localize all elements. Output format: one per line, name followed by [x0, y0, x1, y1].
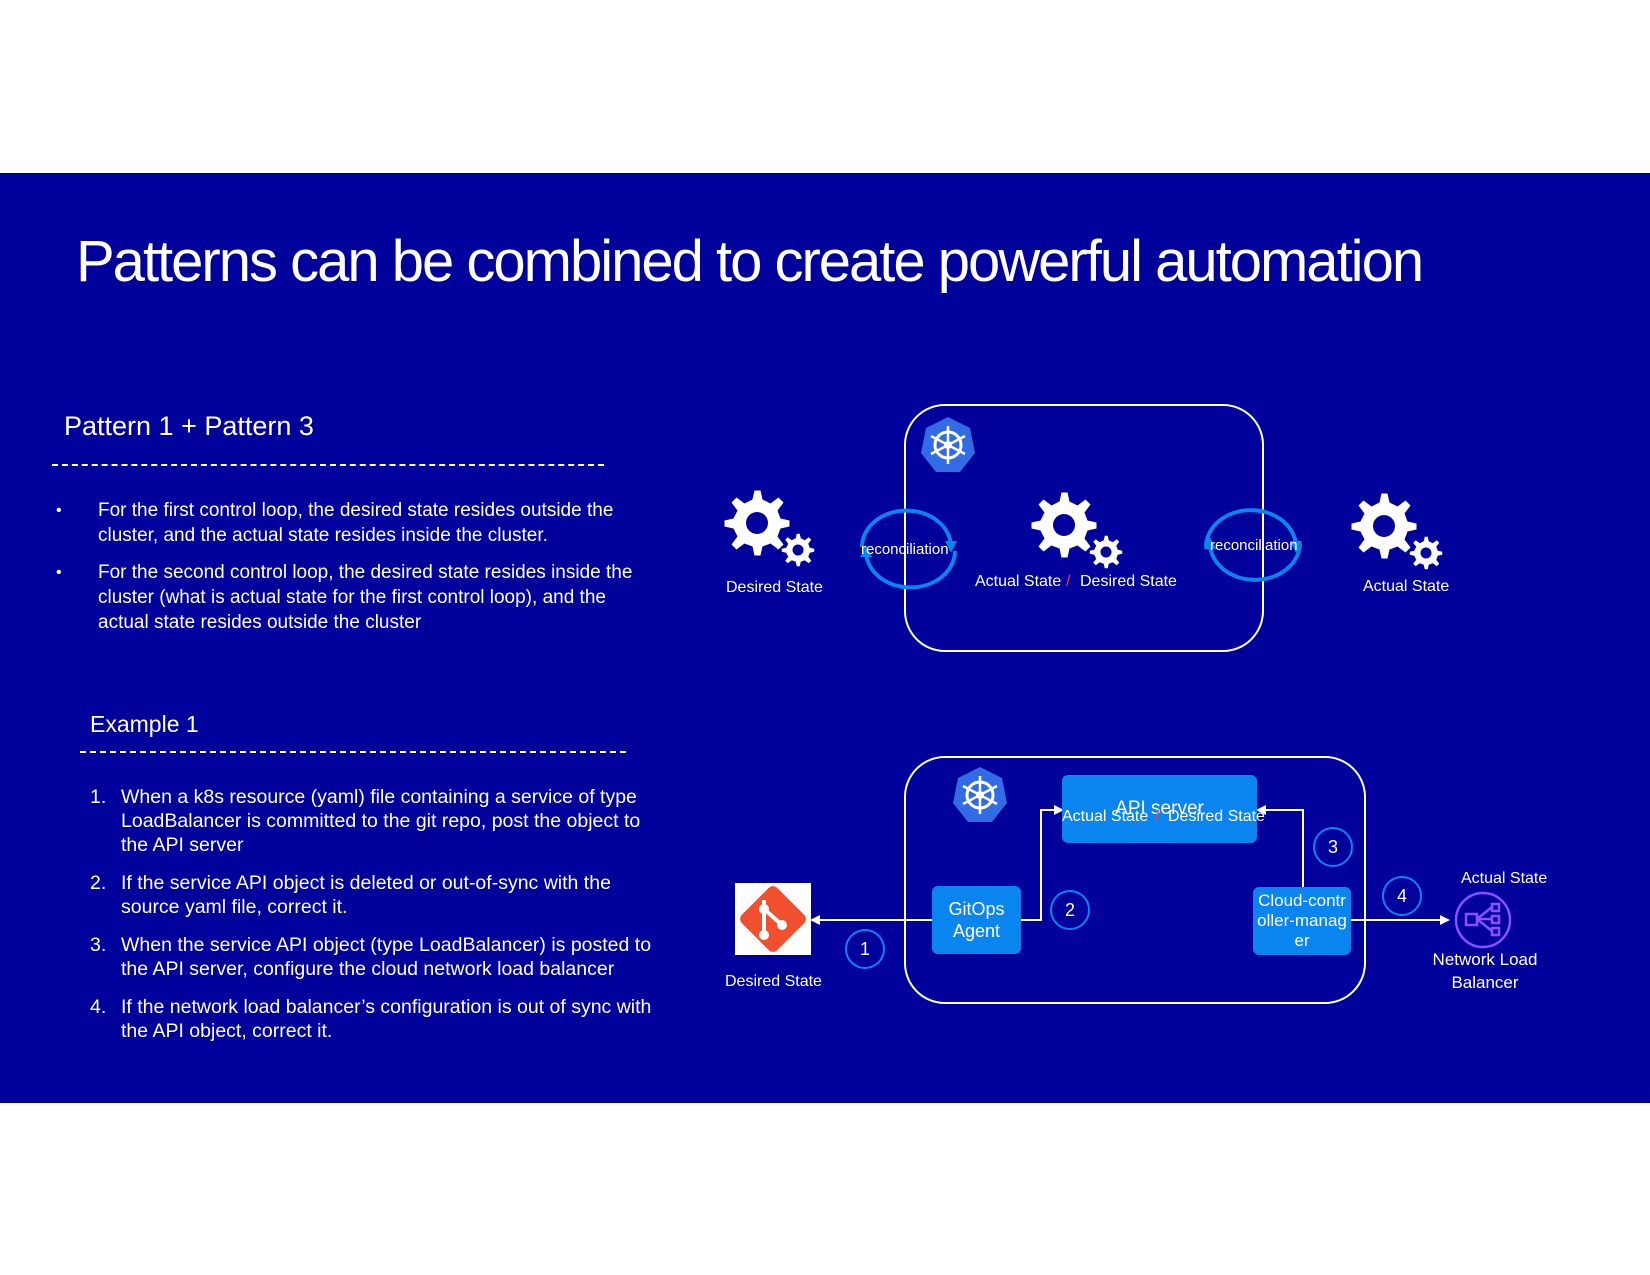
nlb-actual-state-label: Actual State	[1461, 870, 1548, 887]
diagram-graphics	[724, 404, 1512, 1004]
bullet-item: • For the first control loop, the desired…	[56, 498, 656, 548]
actual-state-label: Actual State	[975, 573, 1062, 590]
step-badge-4: 4	[1382, 876, 1422, 916]
reconciliation-label: reconciliation	[861, 541, 949, 558]
pattern-heading: Pattern 1 + Pattern 3	[64, 411, 314, 441]
example-divider	[80, 751, 626, 753]
network-load-balancer-label: Network Load Balancer	[1432, 950, 1538, 992]
desired-state-label: Desired State	[1080, 573, 1177, 590]
api-server-box: API server	[1062, 775, 1257, 843]
gears-icon	[1031, 492, 1123, 569]
api-desired-state-label: Desired State	[1168, 808, 1265, 825]
reconciliation-label: reconciliation	[1210, 537, 1298, 554]
bullet-marker: •	[56, 564, 62, 581]
bullet-marker: •	[56, 502, 62, 519]
reconcile-cycle-icon	[1204, 508, 1302, 582]
kubernetes-icon	[919, 415, 977, 474]
gitops-agent-box: GitOps Agent	[932, 886, 1021, 954]
agent-to-api-arrow	[1021, 805, 1064, 921]
pattern-bullet-list: • For the first control loop, the desired…	[56, 498, 656, 647]
bullet-text: For the first control loop, the desired …	[98, 500, 614, 546]
git-desired-state-label: Desired State	[725, 973, 822, 990]
desired-state-label: Desired State	[726, 579, 823, 596]
cluster-boundary-bottom	[904, 756, 1366, 1004]
bullet-text: For the second control loop, the desired…	[98, 562, 633, 633]
step-badge-2: 2	[1050, 890, 1090, 930]
cluster-boundary-top	[904, 404, 1264, 652]
state-separator: /	[1155, 808, 1160, 825]
step-item: 4. If the network load balancer’s configu…	[90, 995, 665, 1043]
example-step-list: 1. When a k8s resource (yaml) file contai…	[90, 785, 665, 1057]
bullet-item: • For the second control loop, the desire…	[56, 560, 656, 635]
network-load-balancer-icon	[1454, 891, 1512, 949]
pattern-divider	[52, 464, 604, 466]
actual-state-label: Actual State	[1363, 578, 1450, 595]
git-logo-icon	[735, 883, 811, 955]
gears-icon	[724, 490, 815, 567]
step-text: If the service API object is deleted or …	[121, 872, 611, 918]
step-number: 2.	[90, 872, 107, 894]
step-badge-3: 3	[1313, 827, 1353, 867]
kubernetes-icon	[951, 765, 1009, 824]
step-text: When a k8s resource (yaml) file containi…	[121, 786, 641, 856]
step-number: 3.	[90, 934, 107, 956]
step-number: 4.	[90, 996, 107, 1018]
api-actual-state-label: Actual State	[1062, 808, 1149, 825]
step-item: 2. If the service API object is deleted o…	[90, 871, 665, 919]
step-text: If the network load balancer’s configura…	[121, 996, 652, 1042]
example-heading: Example 1	[90, 711, 199, 737]
ccm-to-api-arrow	[1256, 805, 1304, 889]
step-item: 1. When a k8s resource (yaml) file contai…	[90, 785, 665, 857]
step-text: When the service API object (type LoadBa…	[121, 934, 652, 980]
state-separator: /	[1066, 573, 1071, 590]
step-badge-1: 1	[845, 929, 885, 969]
cloud-controller-manager-box: Cloud-controller-manager	[1253, 887, 1351, 955]
slide: Patterns can be combined to create power…	[0, 173, 1650, 1103]
gears-icon	[1351, 493, 1443, 570]
step-number: 1.	[90, 786, 107, 808]
reconcile-cycle-icon	[860, 508, 957, 590]
step-item: 3. When the service API object (type Load…	[90, 933, 665, 981]
slide-title: Patterns can be combined to create power…	[76, 229, 1424, 294]
